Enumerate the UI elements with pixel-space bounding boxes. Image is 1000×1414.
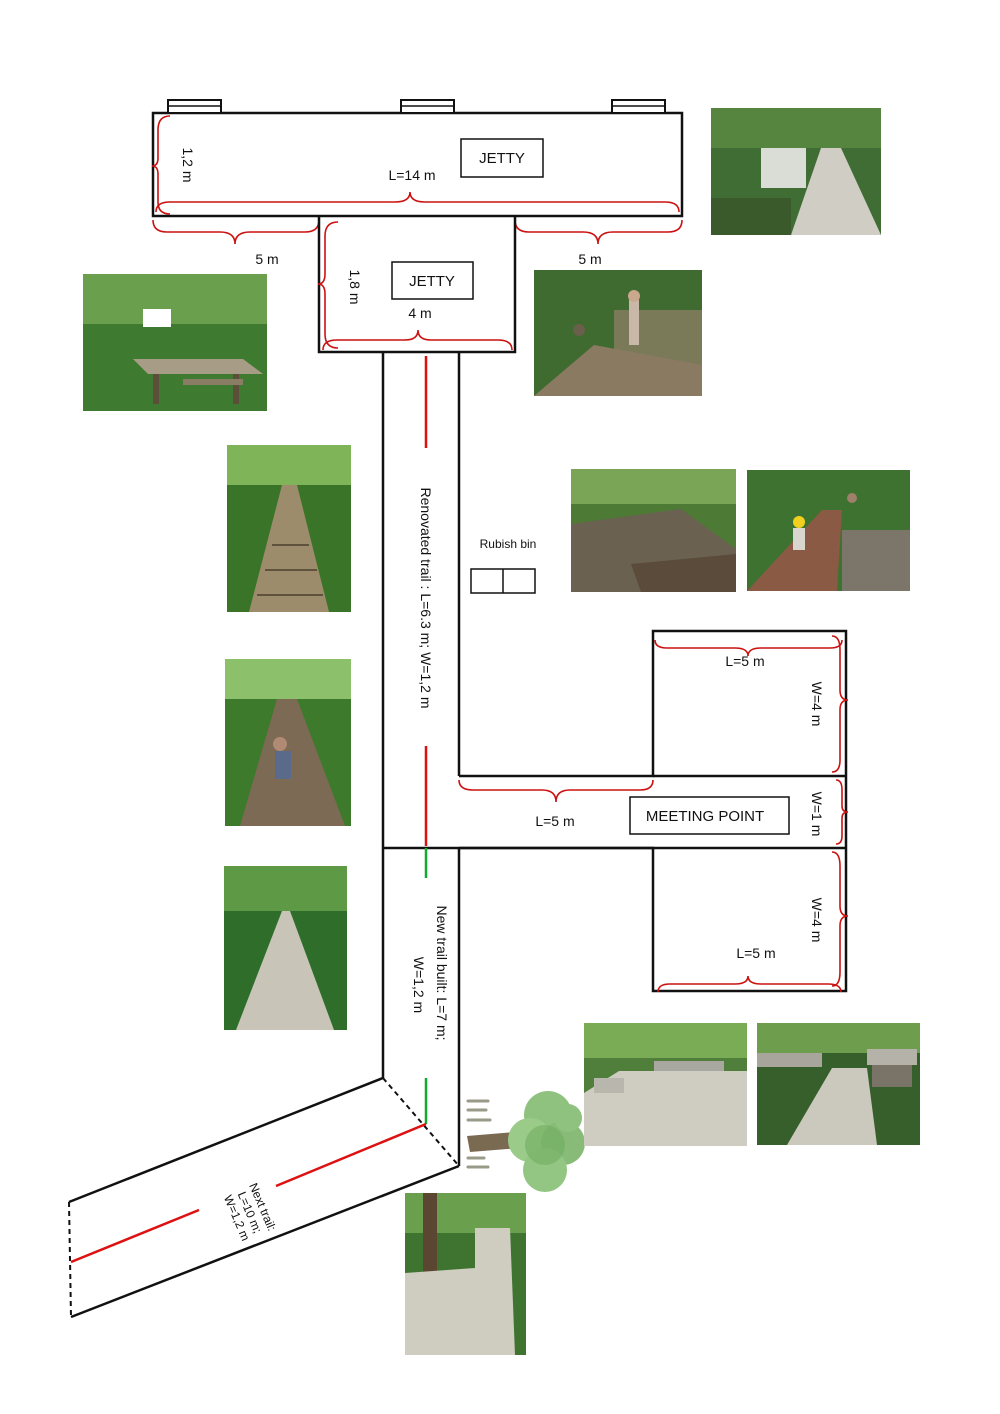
dim-W4-bottom-label: W=4 m	[809, 898, 825, 943]
brace-L5-top	[654, 639, 843, 657]
meeting-point-label: MEETING POINT	[646, 808, 764, 825]
dim-5m-right-label: 5 m	[578, 251, 601, 267]
jetty-small-label: JETTY	[409, 273, 455, 290]
photo-wooden-trail	[227, 445, 351, 612]
new-trail-label-line2: W=1,2 m	[411, 957, 427, 1013]
next-trail-bottom-edge	[70, 1164, 460, 1319]
rubbish-bin-label: Rubish bin	[480, 537, 537, 551]
new-trail-label-line1: New trail built: L=7 m;	[434, 906, 450, 1041]
next-trail-end-dashed	[382, 1077, 460, 1167]
photo-jetty-boat	[711, 108, 881, 235]
photo-concrete-bridge	[757, 1023, 920, 1145]
dim-5m-left-label: 5 m	[255, 251, 278, 267]
dim-4m-label: 4 m	[408, 305, 431, 321]
brace-5m-left	[152, 219, 320, 245]
dim-W4-top-label: W=4 m	[809, 682, 825, 727]
photo-concrete-platform	[584, 1023, 747, 1146]
meeting-point-label-box	[629, 796, 790, 835]
photo-concrete-path-turn	[405, 1193, 526, 1355]
jetty-small-label-box	[391, 261, 474, 300]
photo-picnic-platform	[83, 274, 267, 411]
dim-1-8m-label: 1,8 m	[347, 269, 363, 304]
brace-1-2m	[151, 115, 171, 215]
mooring-bollard	[167, 99, 222, 114]
brace-W4-bottom	[831, 851, 849, 987]
dim-L5-bottom-label: L=5 m	[736, 945, 775, 961]
mooring-bollard	[611, 99, 666, 114]
photo-jetty-workers	[534, 270, 702, 396]
dim-L5-mid-label: L=5 m	[535, 813, 574, 829]
photo-broken-platform	[571, 469, 736, 592]
brace-5m-right	[514, 219, 683, 245]
photo-workers-trail	[747, 470, 910, 591]
next-trail-centerline	[70, 1208, 200, 1264]
brace-1-8m	[317, 221, 339, 349]
dim-W1-label: W=1 m	[809, 792, 825, 837]
mooring-bollard	[400, 99, 455, 114]
brace-L5-bottom	[657, 975, 842, 993]
jetty-main-label: JETTY	[479, 150, 525, 167]
dim-L14-label: L=14 m	[388, 167, 435, 183]
brace-W1	[835, 779, 849, 845]
renovated-trail-label: Renovated trail : L=6.3 m; W=1,2 m	[418, 488, 434, 709]
dim-L5-top-label: L=5 m	[725, 653, 764, 669]
brace-L5-mid	[458, 779, 654, 803]
photo-worker-kneeling	[225, 659, 351, 826]
brace-W4-top	[831, 635, 849, 773]
brace-length-14m	[155, 191, 680, 213]
next-trail-centerline	[275, 1122, 427, 1188]
jetty-main-label-box	[460, 138, 544, 178]
photo-concrete-trail	[224, 866, 347, 1030]
next-trail-top-edge	[68, 1076, 384, 1204]
next-trail-start-dashed	[68, 1201, 72, 1318]
tree-icon	[466, 1091, 585, 1192]
dim-1-2m-label: 1,2 m	[180, 147, 196, 182]
brace-4m	[322, 329, 513, 351]
